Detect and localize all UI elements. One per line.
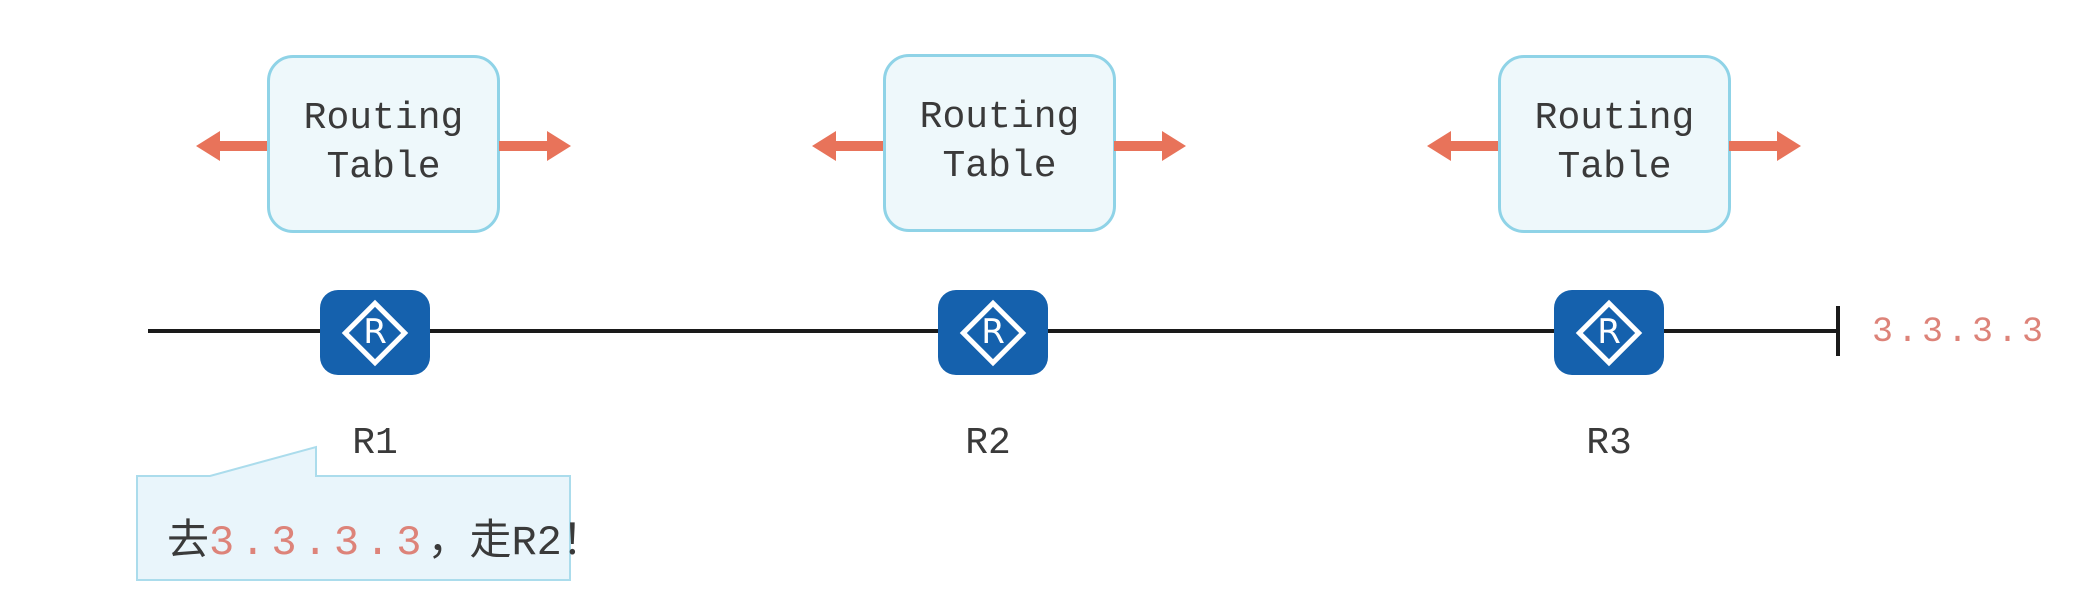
- callout-text-suffix: ，走R2！: [427, 519, 604, 567]
- routing-table-box-r3: Routing Table: [1498, 55, 1731, 233]
- router-label-r3: R3: [1586, 422, 1632, 465]
- left-arrow-icon: [1427, 131, 1499, 161]
- router-icon-r1: R: [320, 290, 430, 375]
- callout-bubble: 去3.3.3.3，走R2！: [135, 445, 604, 582]
- callout-text-prefix: 去: [167, 519, 210, 567]
- router-glyph: R: [1597, 311, 1621, 352]
- link-endpoint-tick: [1836, 306, 1840, 356]
- router-icon-r2: R: [938, 290, 1048, 375]
- right-arrow-icon: [499, 131, 571, 161]
- routing-table-box-r1: Routing Table: [267, 55, 500, 233]
- routing-table-label-line1: Routing: [303, 97, 464, 141]
- router-glyph: R: [981, 311, 1005, 352]
- router-glyph: R: [363, 311, 387, 352]
- router-label-r1: R1: [352, 422, 398, 465]
- callout-text: 去3.3.3.3，走R2！: [167, 506, 604, 567]
- routing-table-label-line1: Routing: [919, 96, 1080, 140]
- routing-table-box-r2: Routing Table: [883, 54, 1116, 232]
- left-arrow-icon: [812, 131, 884, 161]
- left-arrow-icon: [196, 131, 268, 161]
- routing-table-label-line2: Table: [326, 146, 441, 189]
- routing-table-label-line2: Table: [1557, 146, 1672, 189]
- router-icon-r3: R: [1554, 290, 1664, 375]
- destination-ip-label: 3.3.3.3: [1872, 312, 2048, 352]
- routing-table-label-line2: Table: [942, 145, 1057, 188]
- routing-table-label-line1: Routing: [1534, 97, 1695, 141]
- callout-bubble-shape: [136, 445, 571, 581]
- right-arrow-icon: [1729, 131, 1801, 161]
- router-label-r2: R2: [965, 422, 1011, 465]
- callout-text-ip: 3.3.3.3: [209, 519, 428, 567]
- right-arrow-icon: [1114, 131, 1186, 161]
